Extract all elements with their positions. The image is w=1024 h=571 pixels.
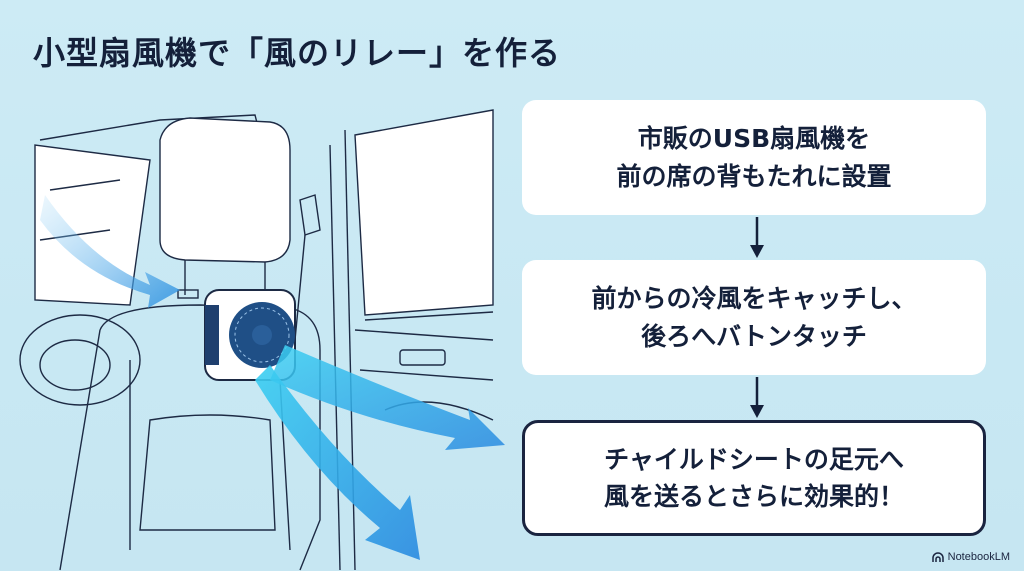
notebooklm-logo-icon xyxy=(931,552,944,562)
step-3-line-2: 風を送るとさらに効果的！ xyxy=(603,482,904,511)
step-3-box: チャイルドシートの足元へ 風を送るとさらに効果的！ xyxy=(522,420,986,536)
usb-fan-icon xyxy=(204,289,296,381)
arrow-down-icon xyxy=(750,217,764,258)
page-title: 小型扇風機で「風のリレー」を作る xyxy=(33,34,562,72)
step-3-line-1: チャイルドシートの足元へ xyxy=(604,444,904,474)
brand-watermark: NotebookLM xyxy=(931,551,1010,563)
step-2-line-2: 後ろへバトンタッチ xyxy=(641,321,867,351)
step-2-line-1: 前からの冷風をキャッチし、 xyxy=(591,284,917,313)
step-1-line-2: 前の席の背もたれに設置 xyxy=(616,161,892,191)
step-1-box: 市販のUSB扇風機を 前の席の背もたれに設置 xyxy=(522,100,986,215)
car-fan-illustration xyxy=(19,109,505,571)
step-1-line-1: 市販のUSB扇風機を xyxy=(637,124,871,153)
brand-label: NotebookLM xyxy=(947,551,1010,563)
step-2-box: 前からの冷風をキャッチし、 後ろへバトンタッチ xyxy=(522,260,986,375)
arrow-down-icon xyxy=(750,377,764,418)
